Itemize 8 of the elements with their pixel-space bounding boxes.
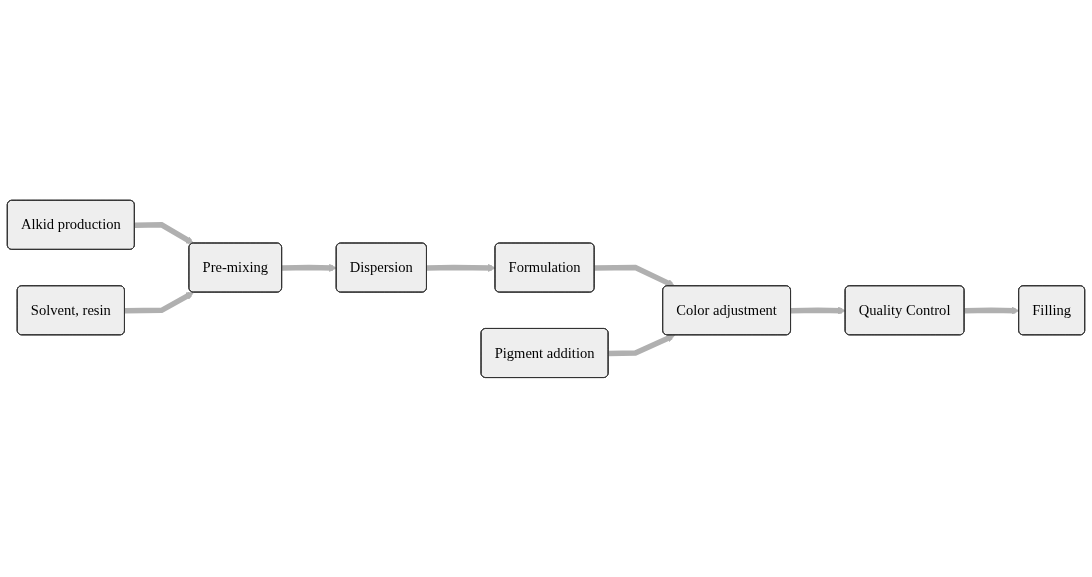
arrow [134, 221, 194, 244]
arrow [594, 264, 675, 287]
arrow [608, 333, 675, 356]
arrow [282, 263, 337, 272]
arrow [964, 306, 1020, 315]
arrow [124, 291, 194, 314]
arrow [790, 306, 846, 315]
arrow [426, 263, 496, 272]
